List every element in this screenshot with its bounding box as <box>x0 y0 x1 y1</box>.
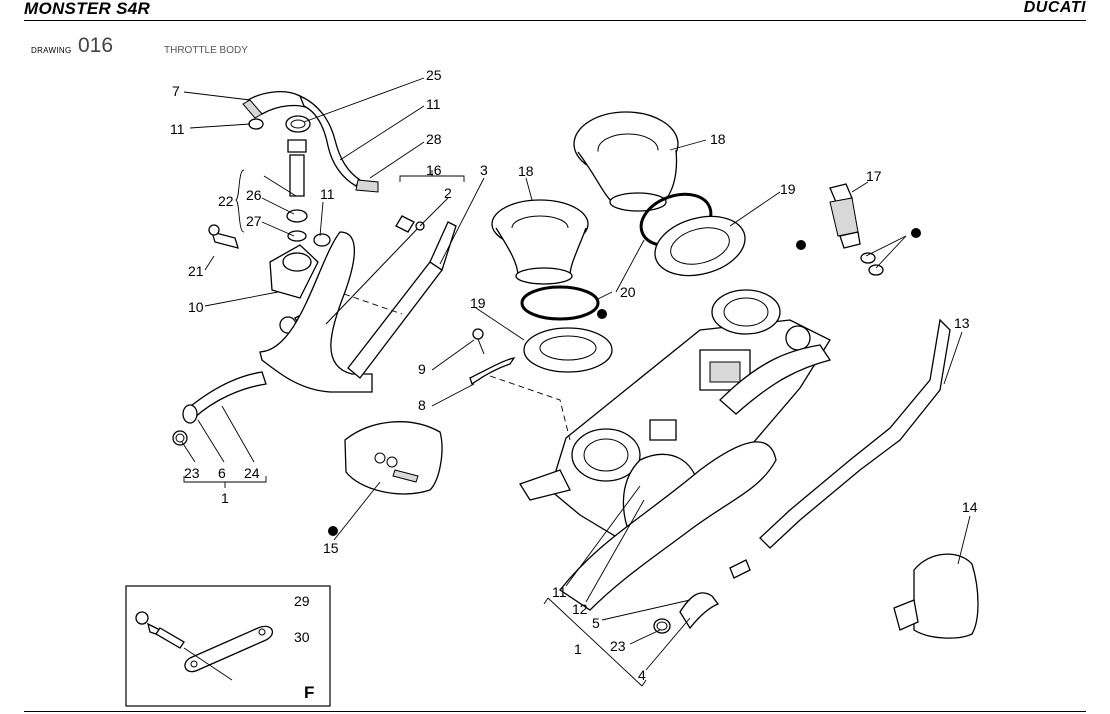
callout-13: 13 <box>954 315 970 331</box>
vacuum-hose <box>172 371 267 446</box>
callout-30: 30 <box>294 629 310 645</box>
inset-letter: F <box>304 683 314 702</box>
callout-18-b: 18 <box>710 131 726 147</box>
header-rule <box>24 20 1086 21</box>
fuel-injector <box>829 183 884 276</box>
throttle-cover <box>893 553 979 639</box>
callout-12: 12 <box>572 601 588 617</box>
callout-23-a: 23 <box>184 465 200 481</box>
intake-funnels <box>491 111 746 373</box>
callout-19-b: 19 <box>470 295 486 311</box>
phantom-line-1 <box>489 375 571 441</box>
callout-24: 24 <box>244 465 260 481</box>
callout-28: 28 <box>426 131 442 147</box>
callout-17: 17 <box>866 168 882 184</box>
callout-10: 10 <box>188 299 204 315</box>
callout-19-a: 19 <box>780 181 796 197</box>
callout-14: 14 <box>962 499 978 515</box>
bullet-markers <box>328 228 921 536</box>
connector-pad <box>344 421 443 495</box>
callout-8: 8 <box>418 397 426 413</box>
callout-22: 22 <box>218 193 234 209</box>
callout-29: 29 <box>294 593 310 609</box>
callout-26: 26 <box>246 187 262 203</box>
callout-11-d: 11 <box>552 584 567 600</box>
callout-3: 3 <box>480 162 488 178</box>
brand-name: DUCATI <box>1023 0 1086 16</box>
callout-23-b: 23 <box>610 638 626 654</box>
model-name: MONSTER S4R <box>24 0 150 19</box>
model-prefix: MONSTER S <box>24 0 128 18</box>
mounting-rail <box>759 318 951 549</box>
callout-27: 27 <box>246 213 262 229</box>
callout-18-a: 18 <box>518 163 534 179</box>
callout-7: 7 <box>172 83 180 99</box>
callout-21: 21 <box>188 263 204 279</box>
callout-4: 4 <box>638 667 646 683</box>
model-suffix: 4R <box>127 0 151 18</box>
callout-1-a: 1 <box>221 490 229 506</box>
callout-25: 25 <box>426 67 442 83</box>
drawing-label: DRAWING <box>31 46 72 55</box>
callout-11-a: 11 <box>170 121 185 137</box>
footer-rule <box>24 711 1086 712</box>
drawing-number: 016 <box>78 34 114 57</box>
callout-1-b: 1 <box>574 641 582 657</box>
callout-labels: 7 11 25 11 28 22 26 27 11 21 10 16 2 3 1… <box>170 67 978 702</box>
callout-11-c: 11 <box>320 186 335 202</box>
callout-6: 6 <box>218 465 226 481</box>
inset-detail-f <box>125 585 331 707</box>
throttle-clip <box>469 328 516 386</box>
callout-2: 2 <box>444 185 452 201</box>
callout-9: 9 <box>418 361 426 377</box>
drawing-title: THROTTLE BODY <box>164 45 248 56</box>
callout-16: 16 <box>426 162 442 178</box>
callout-20: 20 <box>620 284 636 300</box>
callout-15: 15 <box>323 540 339 556</box>
support-bracket <box>259 215 457 393</box>
group-brackets <box>183 169 647 687</box>
callout-5: 5 <box>592 615 600 631</box>
phantom-line-2 <box>343 293 403 315</box>
callout-11-b: 11 <box>426 96 441 112</box>
